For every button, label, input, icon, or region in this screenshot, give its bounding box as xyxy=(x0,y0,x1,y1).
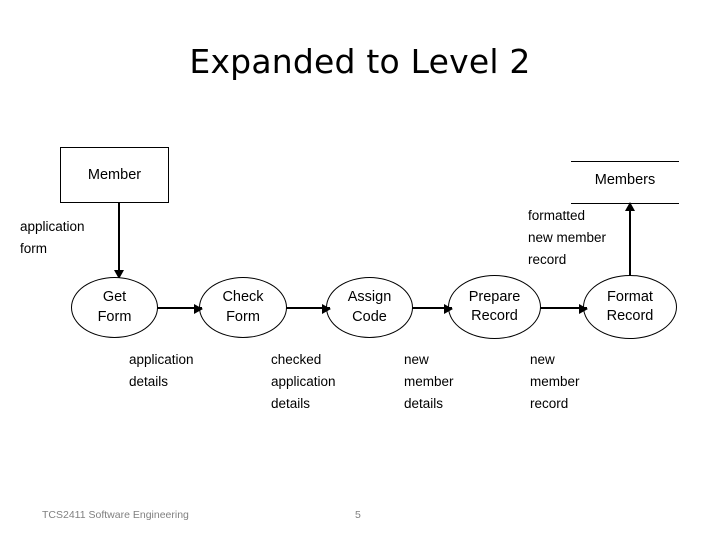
flow-arrow-application-form xyxy=(114,203,124,279)
page-title: Expanded to Level 2 xyxy=(189,42,531,81)
process-prepare-record-line2: Record xyxy=(471,308,518,324)
external-entity-member-label: Member xyxy=(87,167,142,183)
flow-label-new-member-record: new member record xyxy=(530,352,580,411)
footer-page-number: 5 xyxy=(355,509,361,521)
process-prepare-record-line1: Prepare xyxy=(468,288,521,305)
arrow-head-right-icon xyxy=(322,304,331,314)
process-format-record: Format Record xyxy=(583,275,677,339)
flow-arrow-application-details xyxy=(157,304,203,314)
process-assign-code-line1: Assign xyxy=(347,289,392,306)
flow-label-formatted-new-member-record: formatted new member record xyxy=(528,208,607,267)
data-store-top-line xyxy=(571,161,679,162)
external-entity-member: Member xyxy=(60,147,169,203)
flow-label-application-form: application form xyxy=(20,219,85,256)
flow-arrow-new-member-details xyxy=(412,304,453,314)
process-format-record-line2: Record xyxy=(606,308,654,324)
process-check-form-line1: Check xyxy=(222,289,264,306)
process-format-record-line1: Format xyxy=(607,288,653,305)
data-store-members-label: Members xyxy=(594,172,656,188)
process-check-form: Check Form xyxy=(199,277,287,338)
data-store-members: Members xyxy=(571,161,679,204)
arrow-head-up-icon xyxy=(625,202,635,211)
process-assign-code-line2: Code xyxy=(352,308,387,325)
arrow-head-down-icon xyxy=(114,270,124,279)
process-check-form-line2: Form xyxy=(226,308,260,325)
footer-course-label: TCS2411 Software Engineering xyxy=(42,509,189,521)
flow-label-new-member-details: new member details xyxy=(404,352,454,411)
process-assign-code: Assign Code xyxy=(326,277,413,338)
flow-label-checked-application-details: checked application details xyxy=(271,352,336,411)
arrow-head-right-icon xyxy=(579,304,588,314)
flow-arrow-formatted-new-member-record xyxy=(625,202,635,279)
flow-arrow-checked-application-details xyxy=(286,304,331,314)
flow-label-application-details: application details xyxy=(129,352,194,389)
process-get-form-line1: Get xyxy=(102,289,127,306)
process-get-form: Get Form xyxy=(71,277,158,338)
flow-arrow-new-member-record xyxy=(540,304,588,314)
arrow-head-right-icon xyxy=(194,304,203,314)
arrow-head-right-icon xyxy=(444,304,453,314)
process-prepare-record: Prepare Record xyxy=(448,275,541,339)
process-get-form-line2: Form xyxy=(97,308,132,325)
